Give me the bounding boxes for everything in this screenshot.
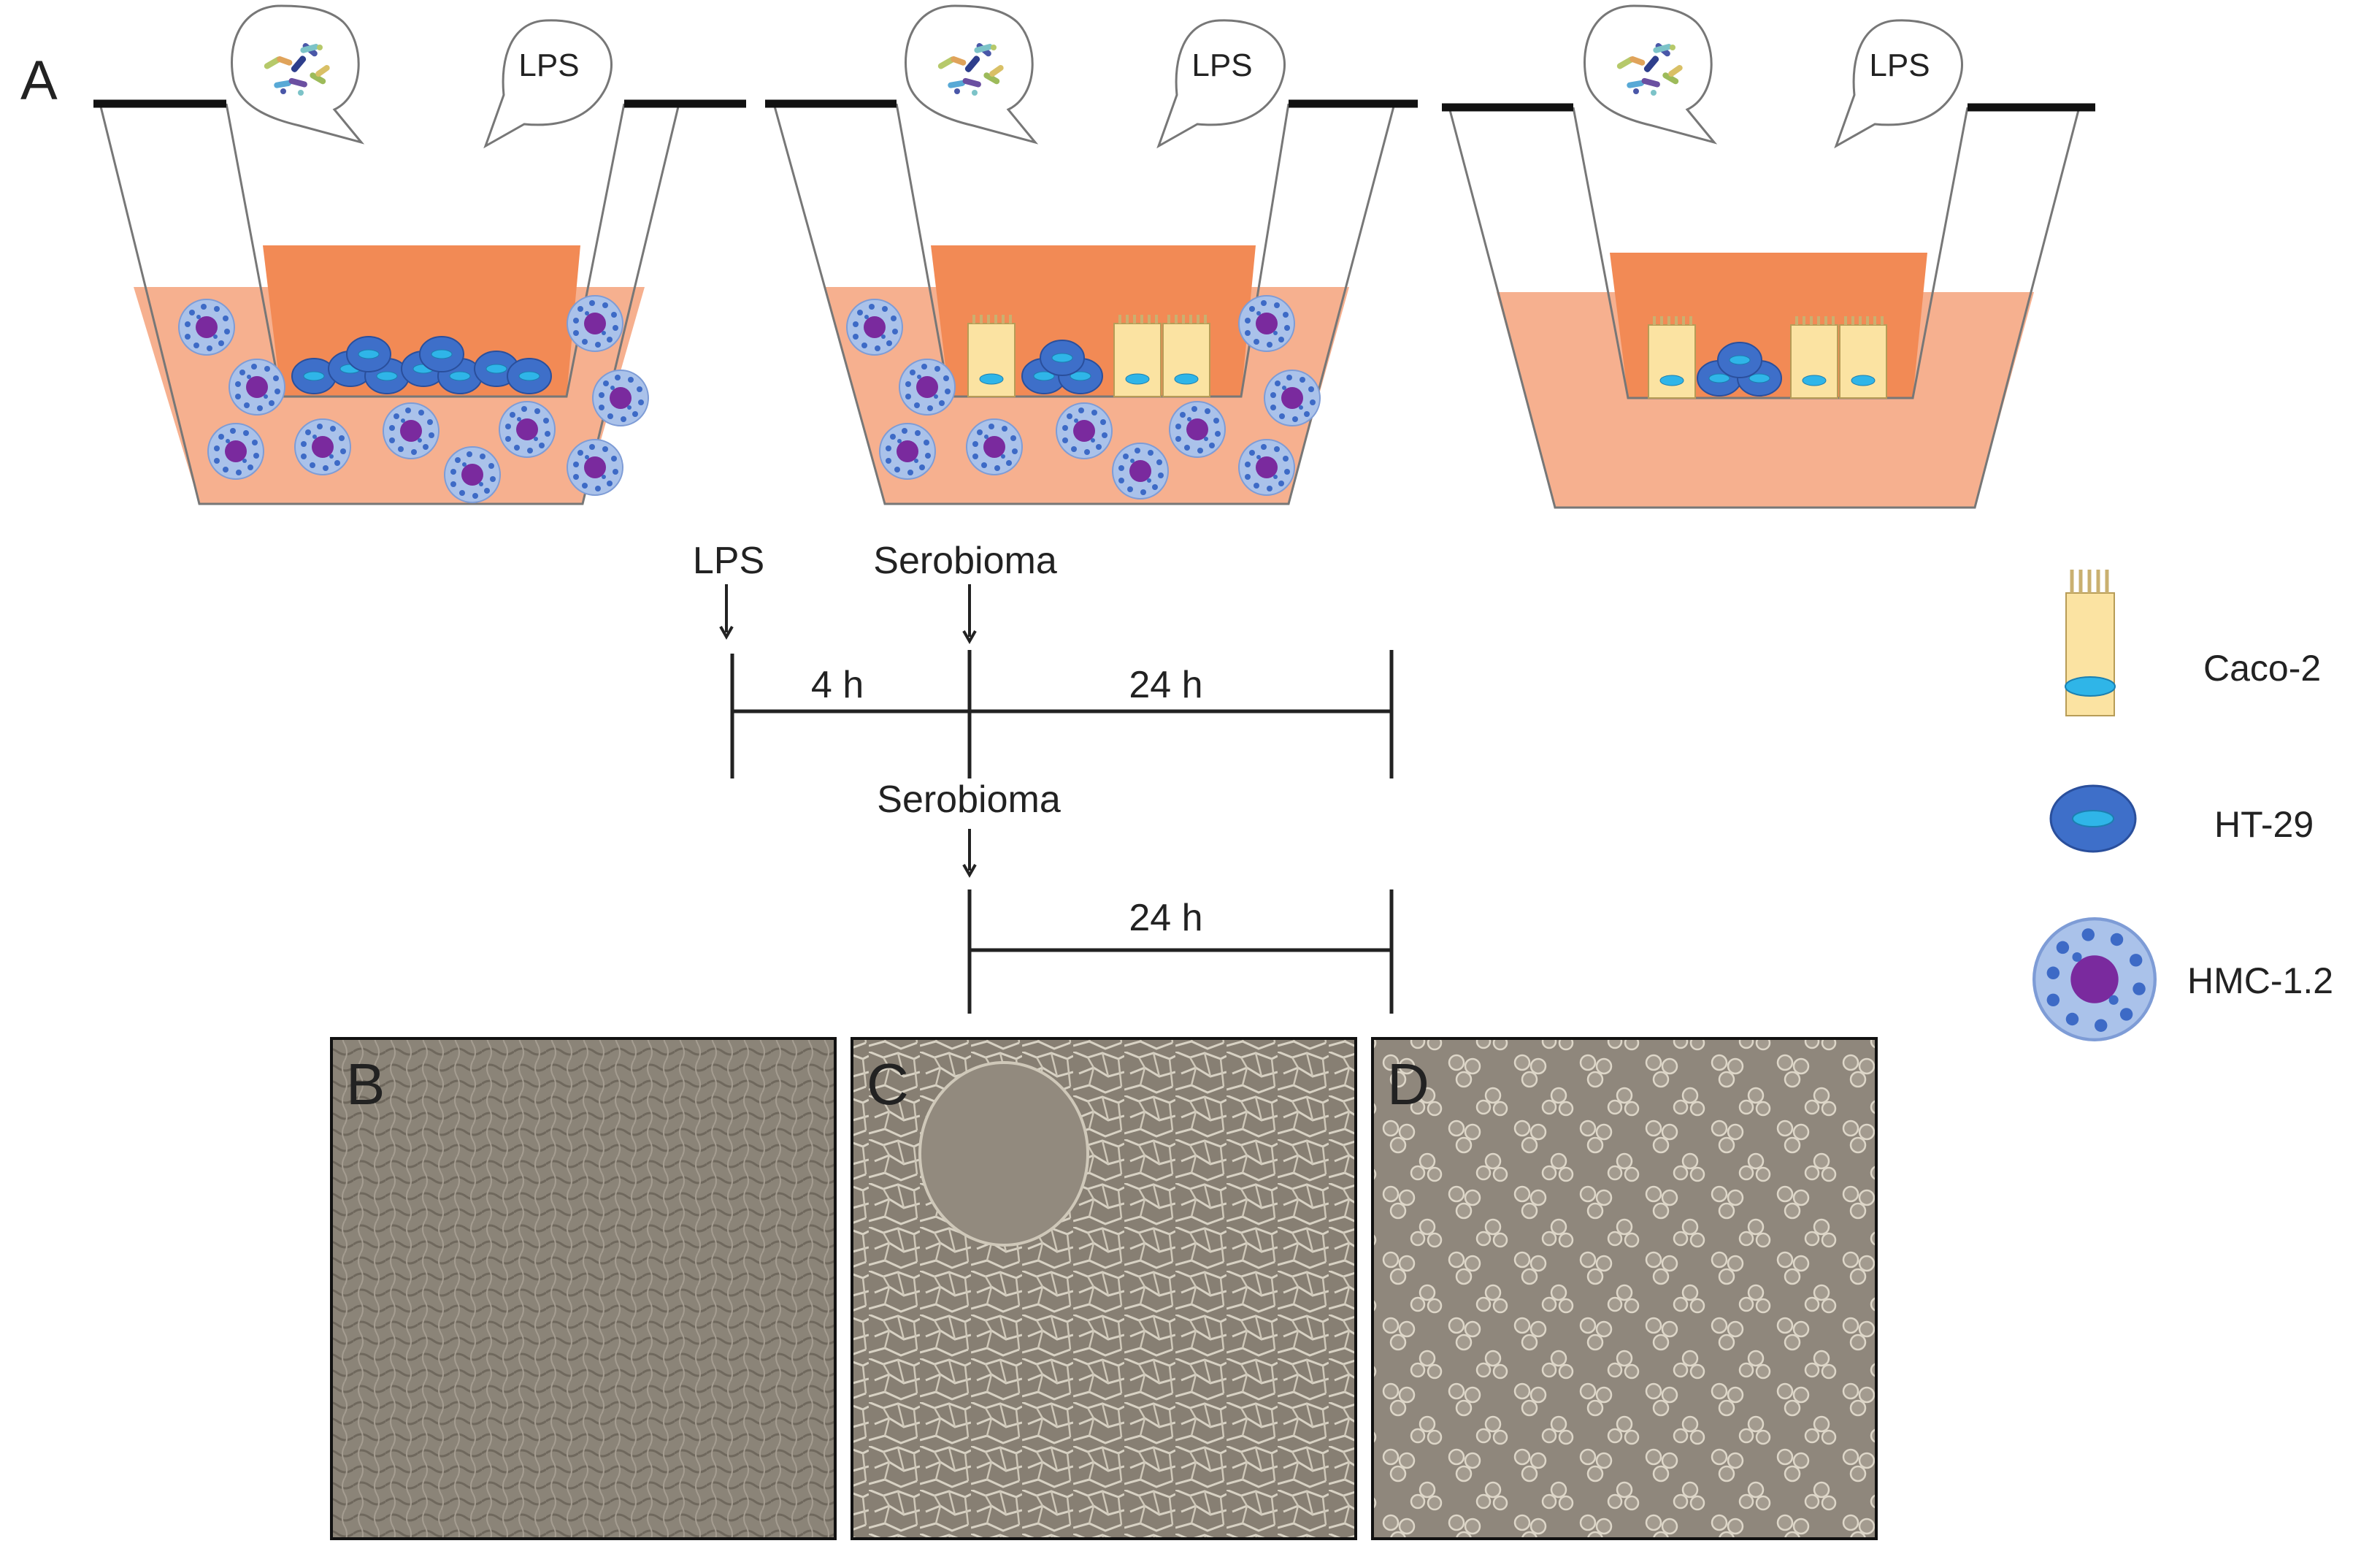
timeline-serobioma-marker-2: Serobioma (877, 778, 1061, 821)
microbiome-bubble-3 (1584, 4, 1718, 145)
legend-label-hmc: HMC-1.2 (2187, 960, 2333, 1001)
lps-bubble-label: LPS (1191, 47, 1252, 83)
timeline-interval-24h-1: 24 h (1129, 664, 1202, 706)
legend-label-caco2: Caco-2 (2203, 648, 2321, 689)
microbiome-bubble-1 (231, 4, 365, 145)
timeline-row-2 (962, 829, 1394, 1014)
timeline-row-1 (719, 584, 1394, 778)
timeline-interval-24h-2: 24 h (1129, 897, 1202, 939)
panel-label-c: C (867, 1052, 909, 1117)
transwell-insert-2 (765, 99, 1418, 505)
hmc-cell-icon (2034, 919, 2155, 1040)
micrograph-d: D (1371, 1037, 1878, 1540)
caco2-cell-icon (2065, 592, 2115, 716)
lps-bubble-3: LPS (1834, 19, 1963, 149)
legend-item-caco2: Caco-2 (2065, 570, 2321, 716)
transwell-insert-1 (93, 99, 746, 505)
lps-bubble-1: LPS (483, 19, 613, 149)
micrograph-c: C (851, 1037, 1357, 1540)
microbiome-bubble-2 (905, 4, 1039, 145)
lps-bubble-label: LPS (1869, 47, 1930, 83)
legend-label-ht29: HT-29 (2214, 804, 2314, 845)
micrograph-b: B (330, 1037, 837, 1540)
lps-bubble-2: LPS (1156, 19, 1286, 149)
panel-label-a: A (20, 50, 58, 112)
timeline-interval-4h: 4 h (811, 664, 864, 706)
legend-item-hmc: HMC-1.2 (2034, 919, 2333, 1040)
legend-item-ht29: HT-29 (2049, 784, 2314, 853)
legend: Caco-2 HT-29 HMC-1.2 (2034, 570, 2333, 1040)
panel-label-b: B (346, 1052, 385, 1117)
lps-bubble-label: LPS (518, 47, 579, 83)
transwell-insert-3 (1442, 103, 2095, 509)
timeline-lps-marker: LPS (693, 540, 764, 582)
timeline-serobioma-marker-1: Serobioma (873, 540, 1057, 582)
panel-label-d: D (1387, 1052, 1429, 1117)
